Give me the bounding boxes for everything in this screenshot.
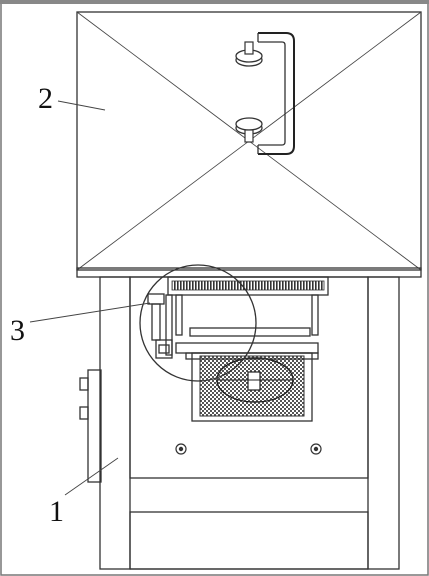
label-3: 3 — [10, 314, 25, 347]
screening-mechanism — [139, 264, 329, 422]
handle — [235, 32, 295, 155]
switch-upper — [79, 377, 89, 391]
conveyor-belt — [171, 280, 325, 291]
panel-bolts — [175, 443, 322, 455]
support-frame — [99, 276, 400, 570]
label-1: 1 — [49, 495, 64, 528]
drive-bracket — [147, 293, 165, 305]
drive-motor — [155, 339, 173, 359]
label-2: 2 — [38, 82, 53, 115]
control-box — [79, 369, 102, 483]
detail-circle — [139, 264, 257, 382]
switch-lower — [79, 406, 89, 420]
top-edge-bar — [0, 0, 429, 4]
callouts: 2 3 1 — [10, 82, 151, 528]
